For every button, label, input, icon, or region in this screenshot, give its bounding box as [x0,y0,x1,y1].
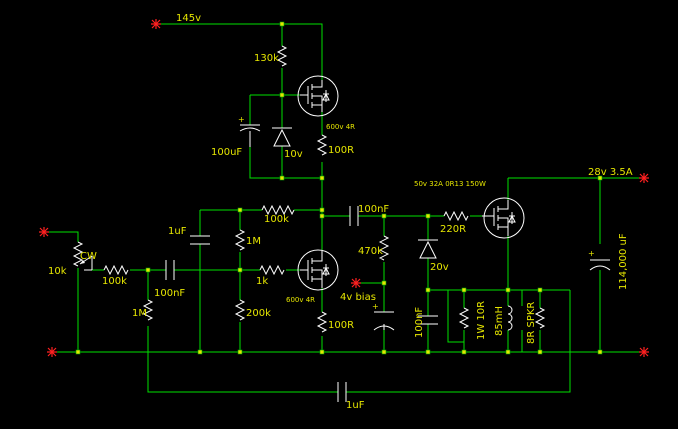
label-100nf-input: 100nF [154,288,185,299]
label-pot-cw: CW [80,251,97,262]
label-q3-rating: 50v 32A 0R13 150W [414,180,486,188]
resistor-100k-top [261,204,295,216]
label-q2-rating: 600v 4R [286,296,315,304]
label-8r-spkr: 8R SPKR [526,302,537,344]
wires [44,23,644,393]
terminal-ground-left[interactable] [47,347,57,357]
mosfet-q3 [482,197,525,239]
label-100nf-mid: 100nF [414,307,425,338]
label-100k-input: 100k [102,276,127,287]
resistor-100r-bottom [316,311,328,333]
label-1m-mid: 1M [246,236,261,247]
label-145v: 145v [176,13,201,24]
label-200k: 200k [246,308,271,319]
resistor-100k-input [103,264,129,276]
terminal-ground-right[interactable] [639,347,649,357]
capacitor-114000uf: + [588,249,611,271]
capacitor-1uf-bottom [337,382,347,402]
capacitor-100nf-top [349,206,359,226]
terminal-145v[interactable] [151,19,161,29]
resistor-470k [378,235,390,261]
label-q1-rating: 600v 4R [326,123,355,131]
resistor-200k [234,299,246,321]
resistor-1k [259,264,285,276]
resistor-1m-mid [234,229,246,251]
label-1uf-left: 1uF [168,226,187,237]
inductor-85mh [507,305,513,331]
svg-text:+: + [588,249,595,258]
label-1w-10r: 1W 10R [476,301,487,340]
resistor-8r-spkr [534,307,546,329]
label-4v-bias: 4v bias [340,292,376,303]
label-114000uf: 114,000 uF [618,233,629,290]
mosfet-q2 [297,249,339,291]
resistor-1m-left [142,299,154,321]
label-28v: 28v 3.5A [588,167,633,178]
label-pot-10k: 10k [48,266,67,277]
potentiometer-10k [72,241,93,271]
junctions [75,21,603,355]
label-100uf: 100uF [211,147,242,158]
label-20v: 20v [430,262,449,273]
terminal-bias[interactable] [351,278,361,288]
label-130k: 130k [254,53,279,64]
label-100r-bottom: 100R [328,320,354,331]
label-220r: 220R [440,224,466,235]
capacitor-bias: + [372,302,395,331]
label-10v: 10v [284,149,303,160]
zener-20v [418,239,438,259]
mosfet-q1 [297,75,339,117]
svg-text:+: + [238,115,245,124]
components: + [72,45,611,402]
capacitor-100nf-input [165,260,175,280]
resistor-1w-10r [458,307,470,329]
label-85mh: 85mH [494,306,505,336]
label-1k: 1k [256,276,268,287]
label-470k: 470k [358,246,383,257]
capacitor-1uf-left [190,235,210,245]
label-100nf-top: 100nF [358,204,389,215]
capacitor-100nf-mid [418,315,438,325]
label-1m-left: 1M [132,308,147,319]
capacitor-100uf: + [238,115,261,147]
labels: 145v 130k 600v 4R 100uF 10v 100R 1uF 100… [48,13,633,411]
resistor-130k [276,45,288,67]
resistor-100r-top [316,134,328,156]
svg-text:+: + [372,302,379,311]
terminal-28v[interactable] [639,173,649,183]
label-100k-top: 100k [264,214,289,225]
zener-10v [272,127,292,147]
label-100r-top: 100R [328,145,354,156]
label-1uf-bottom: 1uF [346,400,365,411]
resistor-220r [443,210,469,222]
terminal-input[interactable] [39,227,49,237]
